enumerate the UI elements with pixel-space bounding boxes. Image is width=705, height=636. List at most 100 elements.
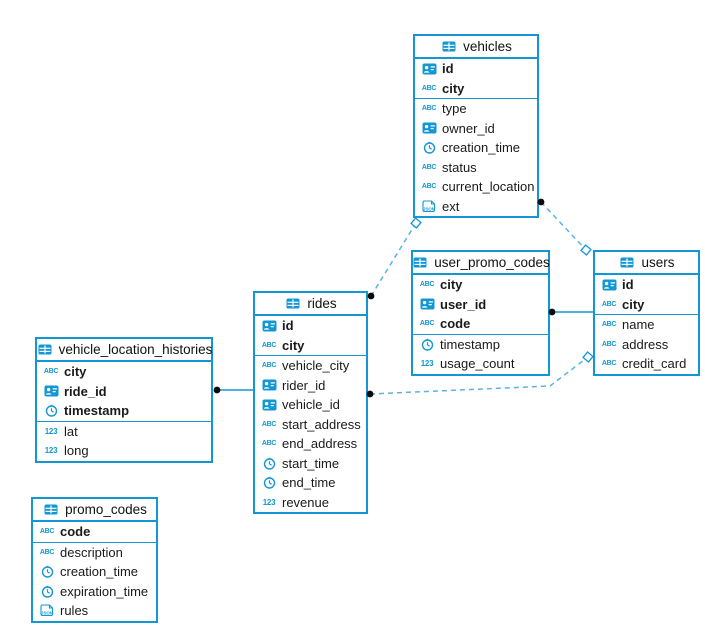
field-row-id[interactable]: id: [255, 316, 366, 336]
pk-separator: [415, 98, 537, 99]
clock-icon: [38, 585, 56, 598]
clock-icon: [260, 457, 278, 470]
field-label: owner_id: [442, 120, 495, 136]
field-row-owner_id[interactable]: owner_id: [415, 119, 537, 139]
pk-separator: [33, 541, 156, 543]
table-title: vehicle_location_histories: [58, 342, 213, 357]
field-row-description[interactable]: ABC description: [33, 543, 156, 563]
field-row-id[interactable]: id: [415, 59, 537, 79]
field-row-expiration_time[interactable]: expiration_time: [33, 582, 156, 602]
field-label: lat: [64, 423, 78, 439]
pk-separator: [413, 333, 548, 335]
abc-icon: ABC: [261, 362, 277, 370]
field-label: type: [442, 101, 467, 117]
abc-icon: ABC: [601, 340, 617, 348]
field-label: start_time: [282, 455, 340, 471]
field-label: status: [442, 159, 477, 175]
clock-icon: [418, 338, 436, 351]
table-header[interactable]: rides: [255, 293, 366, 316]
connector-dot: [213, 386, 221, 394]
id-badge-icon: [42, 385, 60, 397]
abc-icon: ABC: [261, 341, 277, 349]
field-label: code: [440, 316, 471, 332]
table-icon: [36, 344, 54, 355]
id-badge-icon: [260, 320, 278, 332]
pk-separator: [37, 420, 211, 422]
field-label: id: [282, 318, 294, 334]
field-row-end_address[interactable]: ABC end_address: [255, 434, 366, 454]
table-icon: [411, 257, 429, 268]
field-row-ride_id[interactable]: ride_id: [37, 382, 211, 402]
clock-icon: [420, 141, 438, 154]
id-badge-icon: [420, 63, 438, 75]
field-label: name: [622, 317, 655, 333]
id-badge-icon: [420, 122, 438, 134]
field-row-timestamp[interactable]: timestamp: [37, 401, 211, 421]
field-row-start_time[interactable]: start_time: [255, 454, 366, 474]
id-badge-icon: [260, 379, 278, 391]
abc-icon: ABC: [601, 300, 617, 308]
abc-icon: ABC: [261, 440, 277, 448]
field-label: usage_count: [440, 356, 515, 372]
table-header[interactable]: users: [595, 252, 698, 275]
field-label: description: [60, 544, 123, 560]
json-icon: JSON: [420, 200, 438, 213]
table-header[interactable]: promo_codes: [33, 499, 156, 522]
field-row-id[interactable]: id: [595, 275, 698, 295]
field-row-end_time[interactable]: end_time: [255, 473, 366, 493]
field-row-creation_time[interactable]: creation_time: [33, 562, 156, 582]
field-row-rider_id[interactable]: rider_id: [255, 376, 366, 396]
field-row-timestamp[interactable]: timestamp: [413, 335, 548, 355]
field-row-city[interactable]: ABC city: [255, 336, 366, 356]
field-label: city: [282, 337, 305, 353]
table-icon: [284, 298, 302, 309]
field-row-user_id[interactable]: user_id: [413, 295, 548, 315]
pk-separator: [595, 314, 698, 315]
relationship-user_promo_codes-users: [548, 308, 593, 316]
table-header[interactable]: vehicles: [415, 36, 537, 59]
table-icon: [618, 257, 636, 268]
field-label: credit_card: [622, 356, 687, 372]
field-label: end_address: [282, 436, 358, 452]
abc-icon: ABC: [261, 420, 277, 428]
relationship-vehicles-users: [537, 198, 592, 256]
field-label: creation_time: [60, 564, 139, 580]
id-badge-icon: [600, 279, 618, 291]
abc-icon: ABC: [39, 548, 55, 556]
field-row-creation_time[interactable]: creation_time: [415, 138, 537, 158]
field-row-vehicle_id[interactable]: vehicle_id: [255, 395, 366, 415]
field-label: city: [442, 80, 465, 96]
svg-text:JSON: JSON: [41, 611, 53, 616]
table-header[interactable]: user_promo_codes: [411, 252, 550, 275]
table-title: user_promo_codes: [434, 255, 550, 270]
table-header[interactable]: vehicle_location_histories: [36, 339, 213, 362]
field-label: ride_id: [64, 383, 107, 399]
field-label: city: [64, 364, 87, 380]
